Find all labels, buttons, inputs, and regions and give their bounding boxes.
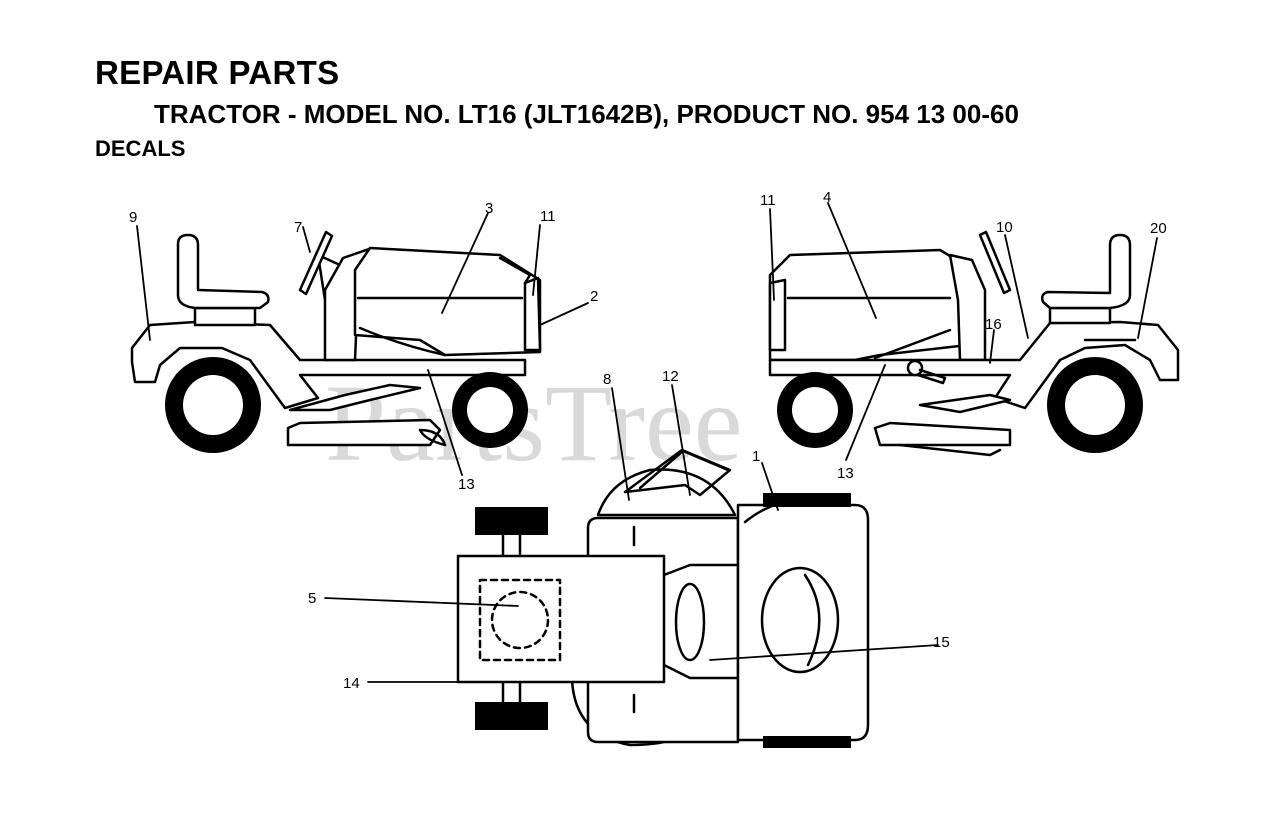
callout-16: 16 [985,316,1002,333]
callout-1: 1 [752,448,760,465]
leader-lines [136,202,1158,683]
page-subtitle: TRACTOR - MODEL NO. LT16 (JLT1642B), PRO… [154,99,1019,129]
top-view-tractor [456,448,870,748]
callout-13-left: 13 [458,476,475,493]
callout-7: 7 [294,219,302,236]
callout-8: 8 [603,371,611,388]
callout-11-left: 11 [540,208,556,225]
right-side-tractor [768,230,1180,457]
callout-11-right: 11 [760,192,776,209]
callout-5: 5 [308,590,316,607]
callout-13-right: 13 [837,465,854,482]
callout-15: 15 [933,634,950,651]
callout-labels: 9 7 3 11 2 13 11 4 10 20 16 13 8 12 1 5 … [129,189,1167,692]
callout-4: 4 [823,189,831,206]
section-heading: DECALS [95,136,186,161]
callout-9: 9 [129,209,137,226]
callout-2: 2 [590,288,598,305]
callout-20: 20 [1150,220,1167,237]
callout-3: 3 [485,200,493,217]
callout-12: 12 [662,368,679,385]
page-title: REPAIR PARTS [95,54,340,91]
callout-10: 10 [996,219,1013,236]
callout-14: 14 [343,675,360,692]
